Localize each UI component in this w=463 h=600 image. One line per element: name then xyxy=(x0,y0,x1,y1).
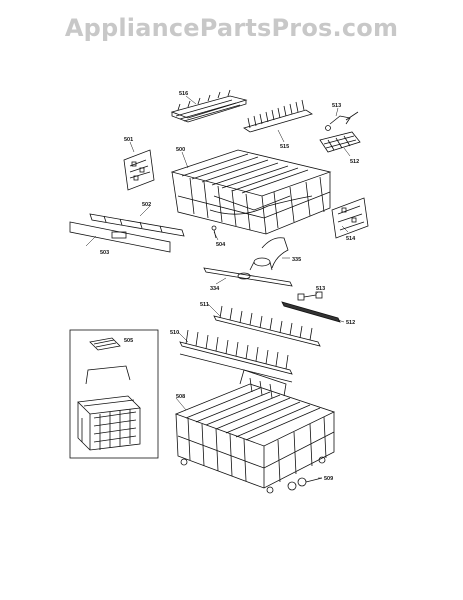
part-334-spray-bar xyxy=(203,267,293,287)
part-512-rail-mid xyxy=(281,301,341,323)
part-labels: 516 513 515 512 501 500 502 503 504 514 … xyxy=(100,91,359,482)
part-510-tines xyxy=(179,329,293,383)
part-516-shelf xyxy=(170,89,248,123)
label-335: 335 xyxy=(292,257,301,263)
label-513-top: 513 xyxy=(332,103,341,109)
inset-box-505 xyxy=(69,329,159,459)
part-511-tines xyxy=(213,305,321,347)
label-503: 503 xyxy=(100,250,109,256)
leader-lines xyxy=(85,95,351,479)
watermark: AppliancePartsPros.com xyxy=(64,14,399,42)
label-513-mid: 513 xyxy=(316,286,325,292)
label-505: 505 xyxy=(124,338,133,344)
part-502-trim xyxy=(89,213,185,237)
part-515-tines xyxy=(243,99,313,133)
label-508: 508 xyxy=(176,394,185,400)
label-334: 334 xyxy=(210,286,220,292)
part-512-rail-top xyxy=(319,131,361,153)
part-509-wheels xyxy=(287,477,323,491)
label-509: 509 xyxy=(324,476,333,482)
part-503-handle xyxy=(69,221,171,253)
label-502: 502 xyxy=(142,202,151,208)
part-335-spray-arm xyxy=(249,237,289,271)
label-504: 504 xyxy=(216,242,226,248)
label-511: 511 xyxy=(200,302,209,308)
part-513-clip-top xyxy=(325,111,359,131)
part-514-bracket xyxy=(331,197,369,239)
label-500: 500 xyxy=(176,147,185,153)
part-513-clip-mid xyxy=(297,291,323,301)
part-508-lower-basket xyxy=(174,369,336,494)
label-514: 514 xyxy=(346,236,356,242)
part-501-bracket xyxy=(123,149,155,191)
label-512-mid: 512 xyxy=(346,320,355,326)
label-512-top: 512 xyxy=(350,159,359,165)
part-500-upper-basket xyxy=(170,149,332,235)
label-516: 516 xyxy=(179,91,188,97)
label-501: 501 xyxy=(124,137,133,143)
label-510: 510 xyxy=(170,330,179,336)
label-515: 515 xyxy=(280,144,289,150)
